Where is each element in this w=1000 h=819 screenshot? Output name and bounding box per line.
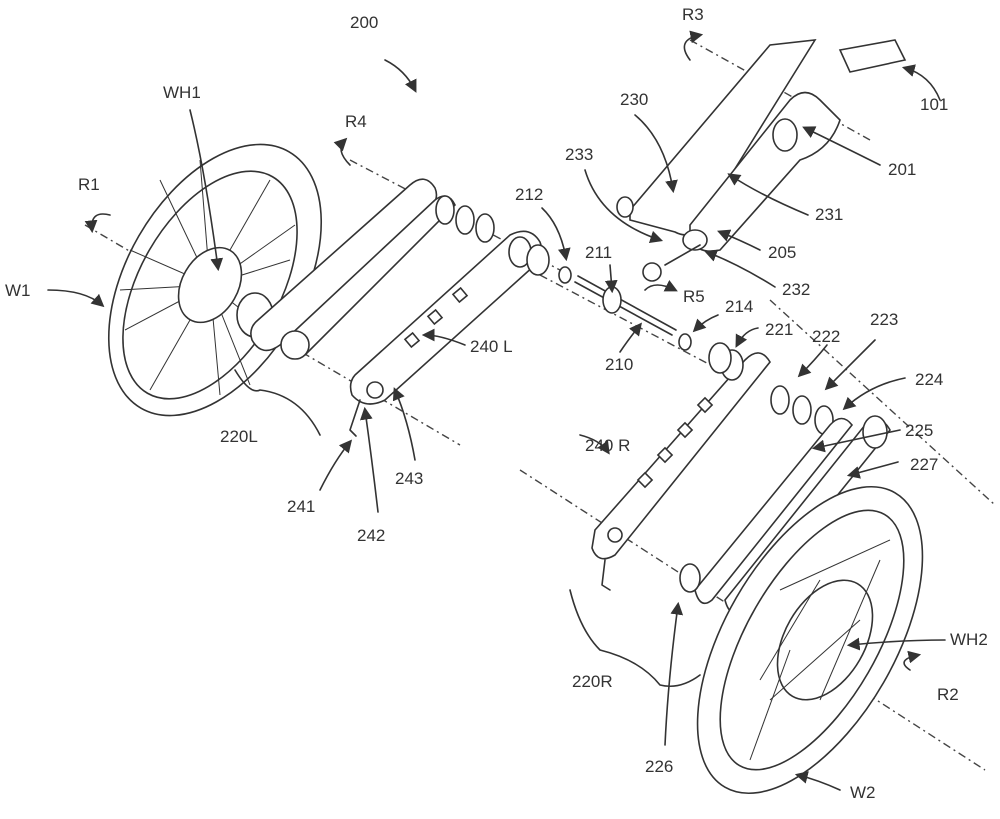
brace-220l — [234, 369, 321, 436]
label-230: 230 — [620, 90, 648, 109]
washer-212 — [558, 266, 572, 284]
label-243: 243 — [395, 469, 423, 488]
label-211: 211 — [585, 243, 612, 262]
label-224: 224 — [915, 370, 943, 389]
label-240r: 240 R — [585, 436, 630, 455]
sprocket-226 — [679, 563, 701, 593]
label-wh1: WH1 — [163, 83, 201, 102]
bevel-gear — [642, 262, 662, 282]
label-r4: R4 — [345, 112, 367, 131]
label-227: 227 — [910, 455, 938, 474]
chain-assembly-220l — [250, 178, 495, 360]
brace-220r — [569, 589, 701, 688]
label-214: 214 — [725, 297, 753, 316]
spokes-w2 — [749, 539, 891, 761]
label-r5: R5 — [683, 287, 705, 306]
washer-214 — [678, 333, 692, 351]
label-226: 226 — [645, 757, 673, 776]
label-r1: R1 — [78, 175, 100, 194]
shaft-body — [574, 281, 673, 336]
bearing-221 — [708, 342, 732, 374]
label-wh2: WH2 — [950, 630, 988, 649]
label-242: 242 — [357, 526, 385, 545]
arm-240r — [591, 342, 771, 591]
label-210: 210 — [605, 355, 633, 374]
chain-225 — [694, 417, 854, 605]
label-223: 223 — [870, 310, 898, 329]
label-205: 205 — [768, 243, 796, 262]
pedal-arm-230 — [616, 39, 907, 282]
label-200: 200 — [350, 13, 378, 32]
axis-r4 — [349, 159, 561, 271]
reference-labels: 200 WH1 R4 R1 W1 R3 230 233 101 201 231 … — [5, 5, 988, 802]
wheel-w2 — [696, 485, 924, 795]
label-w1: W1 — [5, 281, 31, 300]
label-r2: R2 — [937, 685, 959, 704]
label-101: 101 — [920, 95, 948, 114]
label-201: 201 — [888, 160, 916, 179]
label-220r: 220R — [572, 672, 613, 691]
axis-shaft — [539, 274, 721, 371]
leader-arrows — [47, 30, 946, 791]
label-240l: 240 L — [470, 337, 513, 356]
arm-240l — [349, 230, 550, 437]
axis-right-upper — [769, 299, 996, 506]
label-241: 241 — [287, 497, 315, 516]
label-233: 233 — [565, 145, 593, 164]
gear-211 — [602, 286, 622, 314]
hub-wh2 — [776, 579, 874, 701]
pedal-101 — [838, 39, 907, 73]
shaft-210 — [558, 266, 692, 351]
label-232: 232 — [782, 280, 810, 299]
label-220l: 220L — [220, 427, 258, 446]
label-225: 225 — [905, 421, 933, 440]
label-221: 221 — [765, 320, 793, 339]
hub-wh1 — [177, 246, 243, 324]
label-r3: R3 — [682, 5, 704, 24]
label-w2: W2 — [850, 783, 876, 802]
label-212: 212 — [515, 185, 543, 204]
label-222: 222 — [812, 327, 840, 346]
label-231: 231 — [815, 205, 843, 224]
bearings-222-224 — [770, 385, 834, 435]
